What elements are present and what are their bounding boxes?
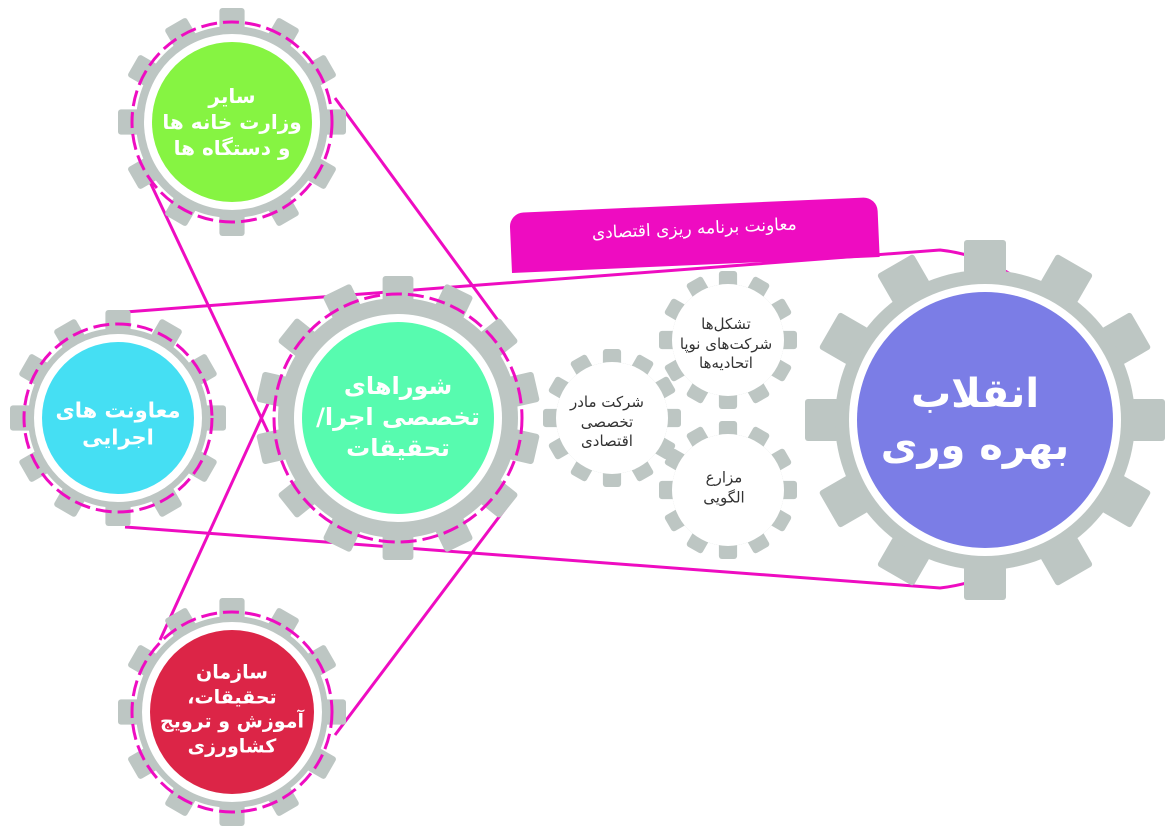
gear-tooth: [659, 330, 676, 350]
gear-tooth: [964, 566, 1006, 600]
gear-tooth: [219, 8, 245, 30]
gear-dashed-ring: [130, 610, 334, 814]
gear-label-executive-deputies: معاونت های اجرایی: [56, 398, 181, 453]
gear-tooth: [480, 318, 518, 357]
label-line: شرکت مادر: [569, 392, 645, 411]
gear-research-organization: [118, 598, 346, 826]
gear-model-farms: [659, 421, 797, 559]
gear-tooth: [805, 399, 839, 441]
gear-center: [42, 342, 194, 494]
gear-tooth: [718, 271, 738, 288]
gear-tooth: [718, 421, 738, 438]
gear-tooth: [219, 598, 245, 620]
label-line: انقلاب: [910, 371, 1040, 417]
gear-organizations: [659, 271, 797, 409]
gear-tooth: [780, 480, 797, 500]
connector-line: [333, 504, 510, 736]
gear-dashed-ring: [22, 322, 214, 514]
gear-dashed-ring: [272, 292, 524, 544]
gear-tooth: [659, 480, 676, 500]
gear-label-productivity-revolution: انقلاب بهره وری: [881, 368, 1069, 472]
connector-line: [148, 181, 270, 433]
gear-tooth: [324, 699, 346, 725]
gear-tooth: [105, 504, 131, 526]
gear-specialized-councils: [256, 276, 540, 560]
label-line: آموزش و ترویج: [160, 711, 304, 733]
label-line: و دستگاه ها: [173, 136, 291, 160]
label-line: سازمان: [196, 661, 268, 684]
gear-tooth: [964, 240, 1006, 274]
gear-productivity-revolution: [805, 240, 1165, 600]
gear-center: [152, 42, 312, 202]
connector-line: [158, 394, 274, 641]
gear-tooth: [219, 804, 245, 826]
gear-tooth: [543, 408, 560, 428]
label-line: تخصصی اجرا/: [316, 403, 480, 432]
connector-line: [333, 97, 507, 331]
gear-tooth: [718, 392, 738, 409]
label-line: بهره وری: [880, 423, 1070, 469]
label-line: اقتصادی: [581, 431, 633, 450]
gear-tooth: [278, 479, 316, 518]
label-line: تشکل‌ها: [701, 314, 751, 333]
gear-tooth: [324, 109, 346, 135]
gear-center: [564, 370, 660, 466]
label-line: وزارت خانه ها: [162, 110, 302, 134]
label-line: اجرایی: [82, 426, 154, 450]
gear-tooth: [718, 542, 738, 559]
gear-center: [680, 292, 776, 388]
gear-center: [680, 442, 776, 538]
gear-tooth: [204, 405, 226, 431]
gear-tooth: [664, 408, 681, 428]
gear-tooth: [480, 479, 518, 518]
gear-tooth: [219, 214, 245, 236]
gear-holding-company: [543, 349, 681, 487]
label-line: کشاورزی: [187, 735, 277, 758]
label-line: سایر: [208, 84, 256, 108]
label-line: شوراهای: [343, 372, 453, 401]
label-line: شرکت‌های نوپا: [679, 334, 773, 353]
gear-tooth: [118, 109, 140, 135]
label-line: الگویی: [703, 488, 745, 506]
gear-other-ministries: [118, 8, 346, 236]
label-line: مزارع: [705, 468, 743, 487]
gear-dashed-ring: [130, 20, 334, 224]
label-line: تخصصی: [580, 412, 634, 431]
label-line: اتحادیه‌ها: [699, 353, 753, 372]
label-line: تحقیقات: [346, 434, 450, 463]
gear-center: [302, 322, 494, 514]
gear-executive-deputies: [10, 310, 226, 526]
gear-tooth: [118, 699, 140, 725]
gear-tooth: [602, 349, 622, 366]
gear-tooth: [602, 470, 622, 487]
gear-center: [857, 292, 1113, 548]
gear-tooth: [1131, 399, 1165, 441]
gear-tooth: [278, 318, 316, 357]
gear-tooth: [780, 330, 797, 350]
label-line: تحقیقات،: [187, 686, 277, 709]
gear-tooth: [10, 405, 32, 431]
gear-tooth: [105, 310, 131, 332]
gear-center: [150, 630, 314, 794]
label-line: معاونت های: [55, 398, 181, 423]
